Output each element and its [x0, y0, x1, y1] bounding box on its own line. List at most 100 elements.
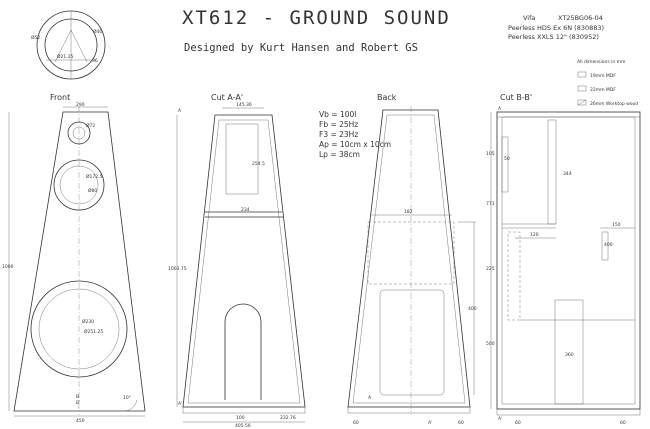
param-f3: F3 = 23Hz: [319, 130, 358, 139]
dim-cut-b-chamber: 360: [565, 352, 574, 358]
dim-cut-b-port: 150: [612, 222, 621, 228]
part-midrange: Peerless HDS Ex 6N (830883): [508, 24, 604, 32]
back-base: [347, 406, 471, 414]
cut-a-section-mark: A: [178, 108, 182, 114]
legend-26mm: 26mm Worktop wood: [590, 101, 638, 107]
back-section-mark2: A': [428, 420, 432, 426]
front-section-mark-b2: B': [76, 400, 80, 406]
cut-b-section-mark2: A': [498, 416, 502, 422]
dim-top-1: Ø52: [31, 34, 40, 41]
dim-cut-b-brace: 120: [530, 232, 539, 238]
part-tweeter: XT25BG06-04: [558, 14, 603, 22]
drawing-title: XT612 - GROUND SOUND: [182, 7, 451, 29]
front-outline: [13, 111, 146, 412]
param-vb: Vb = 100l: [319, 110, 356, 119]
back-outline: [347, 109, 471, 408]
front-view: Front 290 Ø72 Ø172.5 Ø80 Ø230 Ø251.25 B …: [2, 93, 146, 424]
dim-front-angle: 10°: [123, 395, 131, 401]
front-view-label: Front: [50, 93, 70, 102]
dim-cut-b-foot-right: 60: [620, 420, 626, 426]
cut-b-base: [496, 408, 641, 416]
dim-back-foot-left: 60: [353, 420, 359, 426]
dim-top-3: Ø21.25: [57, 53, 74, 60]
legend-swatch-19mm: [577, 71, 587, 78]
legend-hatch: [577, 99, 587, 106]
dim-front-woofer-inner: Ø230: [82, 318, 94, 325]
back-inner-wall: [352, 114, 466, 404]
box-parameters: Vb = 100l Fb = 25Hz F3 = 23Hz Ap = 10cm …: [319, 110, 391, 159]
woofer-inner: [38, 288, 120, 370]
dim-cut-b-partition: 344: [563, 171, 572, 177]
cut-b-port-tube: [601, 231, 609, 261]
dim-cut-b-foot-left: 60: [515, 420, 521, 426]
param-lp: Lp = 38cm: [319, 150, 360, 159]
material-legend: All dimensions in mm 19mm MDF 22mm MDF 2…: [577, 59, 638, 107]
legend-19mm: 19mm MDF: [590, 73, 616, 79]
parts-list: Vifa XT25BG06-04 Peerless HDS Ex 6N (830…: [508, 14, 604, 41]
dim-back-height: 400: [468, 306, 477, 312]
cut-b-label: Cut B-B': [500, 93, 532, 102]
back-section-mark: A: [368, 395, 372, 401]
cut-b-partition: [547, 119, 557, 225]
midrange-cutout: [53, 159, 105, 211]
legend-note: All dimensions in mm: [577, 59, 625, 65]
dim-cut-b-top: 105: [486, 151, 495, 157]
dim-front-height: 1000: [2, 264, 14, 270]
cut-a-base: [182, 406, 306, 414]
front-section-mark-b: B: [76, 394, 79, 400]
dim-back-foot-right: 60: [458, 420, 464, 426]
part-woofer: Peerless XXLS 12" (830952): [508, 33, 599, 41]
cut-a-outline: [182, 114, 306, 408]
cut-b-section-mark: A: [498, 106, 502, 112]
cut-a-woofer-section: [224, 303, 262, 400]
param-fb: Fb = 25Hz: [319, 120, 358, 129]
cut-b-outline: [496, 111, 641, 410]
back-view: Back 182 400 A A' 60 60: [347, 93, 477, 426]
dim-front-mid-outer: Ø172.5: [86, 173, 103, 180]
dim-top-2: Ø40: [93, 28, 102, 35]
cut-a-section-mark2: A': [178, 401, 182, 407]
cut-a-mid-chamber: [225, 123, 259, 195]
dim-front-top: 290: [76, 102, 85, 108]
cut-b-inner: [501, 116, 636, 405]
woofer-cutout: [30, 280, 128, 378]
dim-cut-a-chamber: 254.5: [252, 161, 265, 167]
legend-swatch-26mm: [577, 99, 587, 106]
dim-cut-b-port-len: 400: [604, 242, 613, 248]
dim-front-bottom: 450: [76, 418, 85, 424]
param-ap: Ap = 10cm x 10cm: [319, 140, 391, 149]
dim-front-woofer-outer: Ø251.25: [84, 328, 103, 335]
top-circle-detail: Ø52 Ø40 Ø21.25 36: [31, 10, 106, 80]
back-access-panel: [379, 289, 445, 396]
dim-top-4: 36: [92, 58, 98, 64]
midrange-inner: [59, 165, 99, 205]
dim-front-tweeter: Ø72: [86, 122, 95, 129]
legend-swatch-22mm: [577, 85, 587, 92]
dim-cut-a-base: 100: [236, 415, 245, 421]
dim-cut-b-771: 771: [486, 201, 495, 207]
cut-a-inner-wall: [187, 119, 301, 404]
back-view-label: Back: [377, 93, 397, 102]
dim-cut-b-500: 500: [486, 341, 495, 347]
tweeter-cutout: [67, 121, 91, 145]
dim-cut-a-base2: 232.76: [280, 415, 296, 421]
dim-cut-b-225: 225: [486, 266, 495, 272]
dim-cut-b-50: 50: [504, 156, 510, 162]
drawing-subtitle: Designed by Kurt Hansen and Robert GS: [184, 42, 418, 54]
dim-back-port: 182: [404, 209, 413, 215]
cut-b-mid-baffle: [501, 136, 509, 193]
dim-cut-a-height: 1003.75: [168, 266, 187, 272]
legend-22mm: 22mm MDF: [590, 87, 616, 93]
back-port: [367, 221, 455, 285]
cut-a-label: Cut A-A': [211, 93, 243, 102]
tweeter-inner: [72, 126, 86, 140]
cut-b-dashed-panel: [507, 231, 521, 321]
front-angle-arc: [124, 399, 138, 412]
dim-cut-a-shelf: 234: [241, 207, 250, 213]
dim-cut-a-bottom: 405.56: [235, 423, 251, 429]
part-brand: Vifa: [523, 14, 535, 22]
dim-cut-a-top: 145.36: [236, 102, 252, 108]
dim-front-mid-inner: Ø80: [88, 187, 97, 194]
cut-a-view: Cut A-A' 145.36 254.5 234 1003.75 100 23…: [168, 93, 306, 429]
